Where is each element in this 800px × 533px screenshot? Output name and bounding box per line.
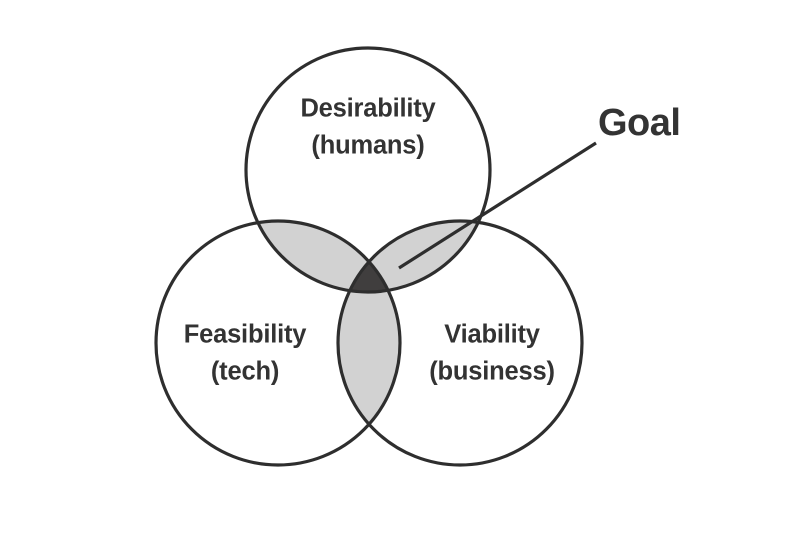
overlap-desirability-feasibility [246,221,400,292]
feasibility-label-subtitle: (tech) [211,358,279,386]
viability-circle-outline [336,219,584,467]
viability-label-subtitle: (business) [429,358,555,386]
goal-label: Goal [598,102,680,144]
desirability-label-title: Desirability [300,95,436,123]
overlap-desirability-viability [338,221,490,292]
desirability-circle-outline [244,46,492,294]
feasibility-label-title: Feasibility [184,321,308,349]
desirability-label-subtitle: (humans) [311,132,424,160]
goal-callout-line [398,141,597,270]
feasibility-circle-outline [154,219,402,467]
viability-label-title: Viability [444,321,541,349]
